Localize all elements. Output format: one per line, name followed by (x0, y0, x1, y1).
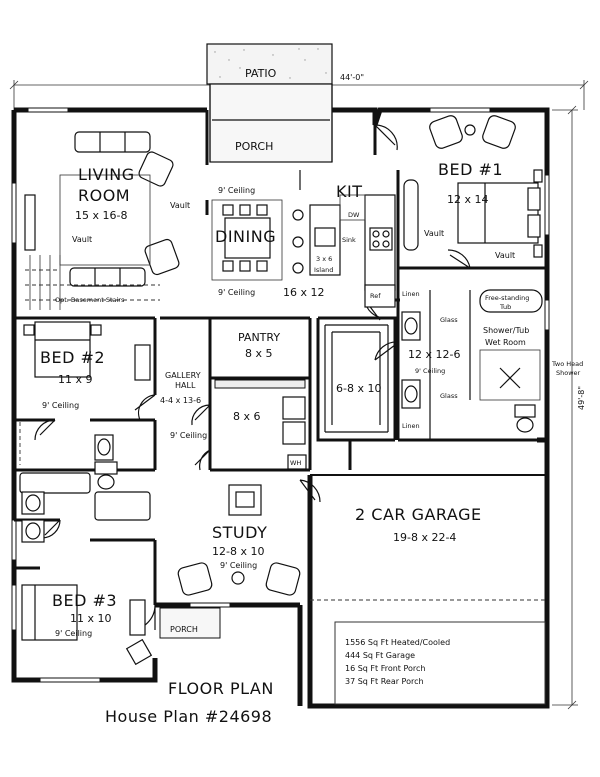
gallery-label-2: HALL (175, 381, 196, 390)
bath1-ceiling: 9' Ceiling (415, 367, 445, 375)
dining-ceiling-top: 9' Ceiling (218, 186, 255, 195)
master-bath-fixtures (401, 289, 543, 440)
dining-dims: 16 x 12 (283, 286, 325, 299)
study-dims: 12-8 x 10 (212, 545, 264, 558)
stats-line-1: 1556 Sq Ft Heated/Cooled (345, 638, 450, 647)
bath1-shower-1: Two Head (551, 360, 583, 368)
closet1-dims: 6-8 x 10 (336, 382, 381, 395)
bath1-linen-bottom: Linen (402, 422, 420, 430)
dining-ceiling-bottom: 9' Ceiling (218, 288, 255, 297)
stats-line-4: 37 Sq Ft Rear Porch (345, 677, 424, 686)
depth-dimension (552, 105, 578, 710)
kitchen-fixtures (292, 194, 396, 308)
kitchen-sink: Sink (342, 236, 356, 244)
bed1-furniture (403, 115, 543, 258)
patio-label: PATIO (245, 67, 277, 80)
windows (11, 107, 550, 683)
bed1-label: BED #1 (438, 160, 503, 179)
kitchen-dw: DW (348, 211, 360, 219)
laundry-wh: WH (290, 459, 301, 467)
laundry-dims: 8 x 6 (233, 410, 261, 423)
patio-texture (214, 48, 327, 79)
plan-number: House Plan #24698 (105, 707, 272, 726)
bed1-vault-2: Vault (495, 251, 515, 260)
exterior-walls (11, 107, 550, 709)
bath1-tub-2: Tub (499, 303, 511, 311)
hall-bath-fixtures (19, 434, 151, 543)
bed2-dims: 11 x 9 (58, 373, 93, 386)
living-stairs: Opt. Basement Stairs (55, 296, 125, 304)
pantry-laundry (214, 379, 307, 470)
bed2-furniture (19, 321, 151, 465)
bath1-wet-2: Wet Room (485, 338, 526, 347)
kitchen-label: KIT (336, 182, 362, 201)
garage-label: 2 CAR GARAGE (355, 505, 482, 524)
bath1-dims: 12 x 12-6 (408, 348, 460, 361)
gallery-dims: 4-4 x 13-6 (160, 396, 201, 405)
pantry-dims: 8 x 5 (245, 347, 273, 360)
study-ceiling: 9' Ceiling (220, 561, 257, 570)
kitchen-island-2: Island (314, 266, 333, 274)
bath1-shower-2: Shower (556, 369, 581, 377)
pantry-label: PANTRY (238, 331, 280, 344)
study-label: STUDY (212, 523, 267, 542)
patio-slab (206, 43, 333, 85)
garage-dims: 19-8 x 22-4 (393, 531, 456, 544)
bath1-tub-1: Free-standing (485, 294, 529, 302)
bed3-dims: 11 x 10 (70, 612, 112, 625)
stats-line-2: 444 Sq Ft Garage (345, 651, 415, 660)
closet-shelves (324, 324, 389, 433)
living-vault-1: Vault (170, 201, 190, 210)
plan-title: FLOOR PLAN (168, 679, 274, 698)
front-porch-label: PORCH (170, 625, 198, 634)
gallery-label-1: GALLERY (165, 371, 201, 380)
rear-porch-label: PORCH (235, 140, 273, 153)
front-porch-slab (159, 607, 221, 639)
bed3-ceiling: 9' Ceiling (55, 629, 92, 638)
dining-table (211, 199, 283, 281)
stats-box (334, 621, 546, 705)
bed2-ceiling: 9' Ceiling (42, 401, 79, 410)
bed1-vault-1: Vault (424, 229, 444, 238)
dimension-width: 44'-0" (340, 73, 364, 82)
living-vault-2: Vault (72, 235, 92, 244)
stats-line-3: 16 Sq Ft Front Porch (345, 664, 426, 673)
kitchen-ref: Ref (370, 292, 381, 300)
bed3-furniture (21, 584, 153, 666)
bath1-glass-bottom: Glass (440, 392, 458, 400)
bath1-linen-top: Linen (402, 290, 420, 298)
bed3-label: BED #3 (52, 591, 117, 610)
kitchen-island-1: 3 x 6 (316, 255, 332, 263)
living-label-1: LIVING (78, 165, 135, 184)
bath1-wet-1: Shower/Tub (483, 326, 529, 335)
living-room-furniture (24, 131, 180, 310)
bath1-glass-top: Glass (440, 316, 458, 324)
gallery-ceiling: 9' Ceiling (170, 431, 207, 440)
dining-label: DINING (215, 227, 276, 246)
bed1-dims: 12 x 14 (447, 193, 489, 206)
living-label-2: ROOM (78, 186, 130, 205)
dimension-depth: 49'-8" (577, 386, 586, 410)
living-dims: 15 x 16-8 (75, 209, 127, 222)
bed2-label: BED #2 (40, 348, 105, 367)
study-furniture (177, 484, 301, 596)
